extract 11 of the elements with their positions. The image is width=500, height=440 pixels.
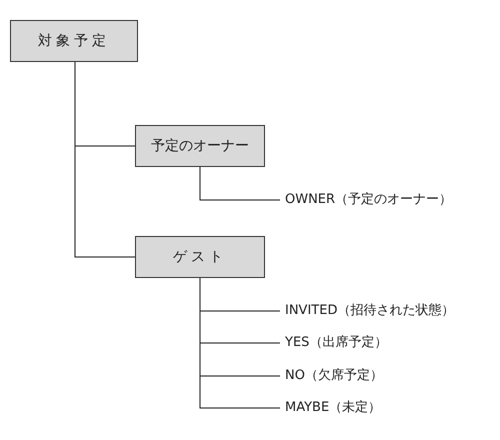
value-label: NO（欠席予定） [285,367,383,385]
connector-line [74,62,136,258]
category-box: 対象予定 [10,20,138,62]
value-label: OWNER（予定のオーナー） [285,191,452,209]
value-label: INVITED（招待された状態） [285,302,454,320]
category-box: 予定のオーナー [135,125,265,167]
connector-line [200,166,280,200]
value-label: YES（出席予定） [285,334,388,352]
value-label: MAYBE（未定） [285,399,382,417]
category-box: ゲスト [135,236,265,278]
connector-line [200,278,280,408]
